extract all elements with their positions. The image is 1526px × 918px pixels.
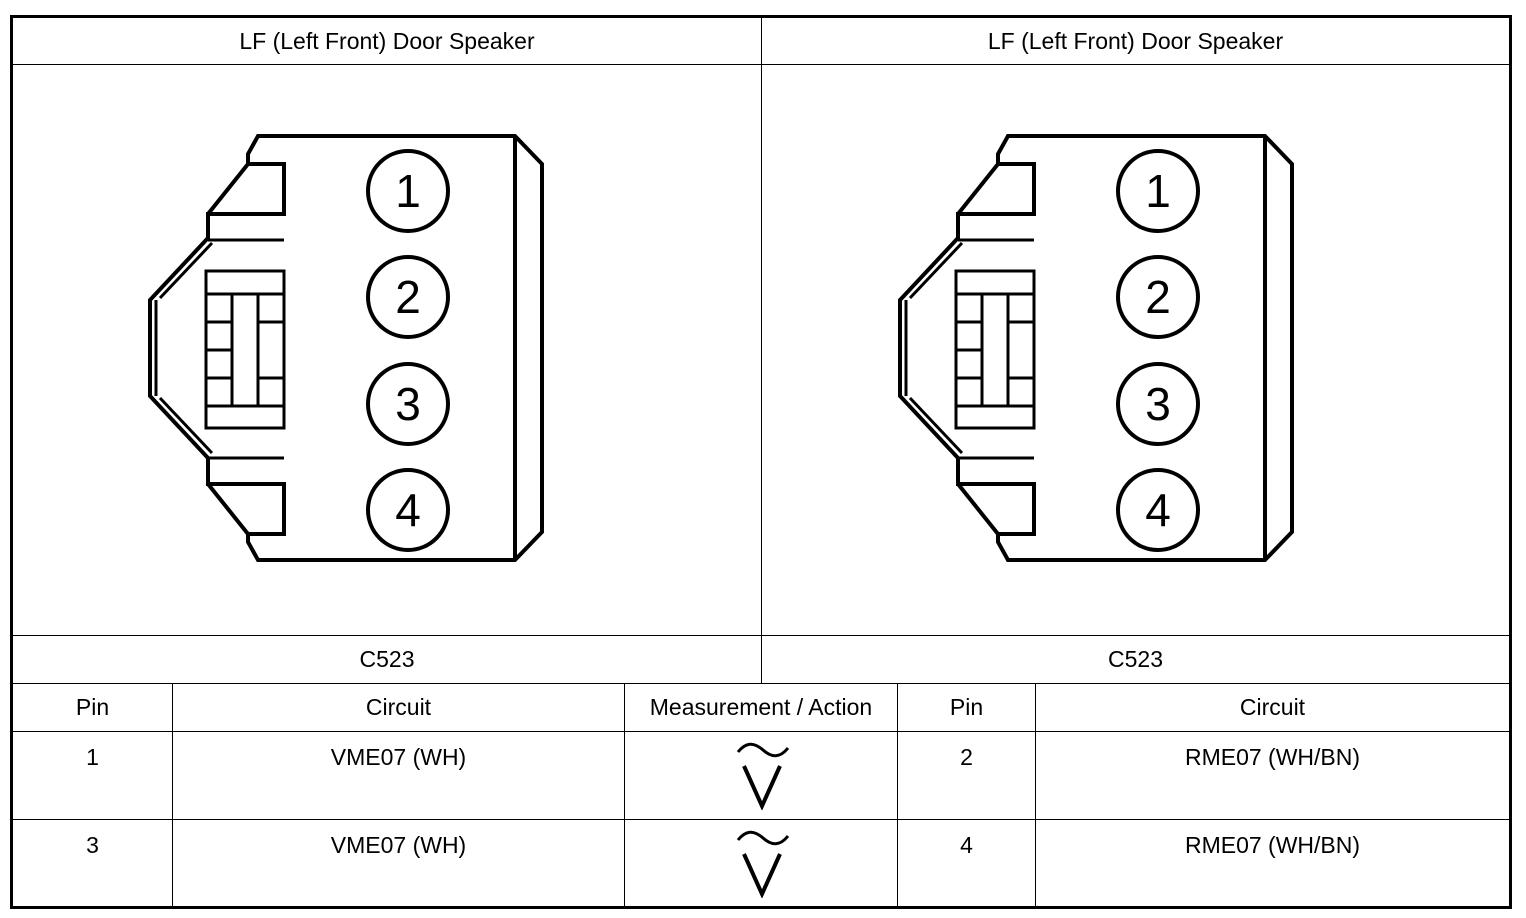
ac-voltage-icon	[736, 830, 790, 898]
column-header-circuit: Circuit	[1239, 694, 1306, 720]
pin-label: 4	[395, 484, 421, 536]
pin-label: 1	[395, 165, 421, 217]
divider	[13, 731, 1509, 732]
pin-label: 1	[1145, 165, 1171, 217]
table-cell-pin: 3	[86, 832, 99, 858]
divider	[897, 684, 898, 906]
divider	[172, 684, 173, 906]
pin-label: 3	[1145, 378, 1171, 430]
divider	[1035, 684, 1036, 906]
pin-label: 3	[395, 378, 421, 430]
pin-label: 2	[1145, 271, 1171, 323]
column-header-pin: Pin	[75, 694, 110, 720]
table-cell-pin: 2	[960, 744, 973, 770]
pin-label: 2	[395, 271, 421, 323]
table-cell-circuit: RME07 (WH/BN)	[1184, 832, 1361, 858]
connector-id: C523	[1108, 646, 1163, 672]
pin-3-circle	[1116, 362, 1200, 446]
connector-table: LF (Left Front) Door Speaker LF (Left Fr…	[10, 15, 1512, 909]
pin-1-circle	[1116, 149, 1200, 233]
panel-title: LF (Left Front) Door Speaker	[239, 27, 535, 54]
column-header-pin: Pin	[949, 694, 984, 720]
connector-c523-face-view: 1 2 3 4	[898, 134, 1294, 562]
column-header-measurement: Measurement / Action	[649, 694, 873, 720]
divider	[761, 18, 762, 684]
pin-3-circle	[366, 362, 450, 446]
pin-4-circle	[366, 468, 450, 552]
divider	[624, 684, 625, 906]
pin-2-circle	[1116, 255, 1200, 339]
table-cell-circuit: VME07 (WH)	[330, 832, 467, 858]
table-cell-circuit: VME07 (WH)	[330, 744, 467, 770]
table-cell-pin: 1	[86, 744, 99, 770]
connector-id: C523	[359, 646, 415, 672]
table-cell-circuit: RME07 (WH/BN)	[1184, 744, 1361, 770]
pin-label: 4	[1145, 484, 1171, 536]
ac-voltage-icon	[736, 742, 790, 810]
panel-title: LF (Left Front) Door Speaker	[987, 27, 1284, 54]
pin-4-circle	[1116, 468, 1200, 552]
pin-1-circle	[366, 149, 450, 233]
pin-2-circle	[366, 255, 450, 339]
column-header-circuit: Circuit	[365, 694, 432, 720]
table-cell-pin: 4	[960, 832, 973, 858]
divider	[13, 819, 1509, 820]
connector-c523-face-view: 1 2 3 4	[148, 134, 544, 562]
